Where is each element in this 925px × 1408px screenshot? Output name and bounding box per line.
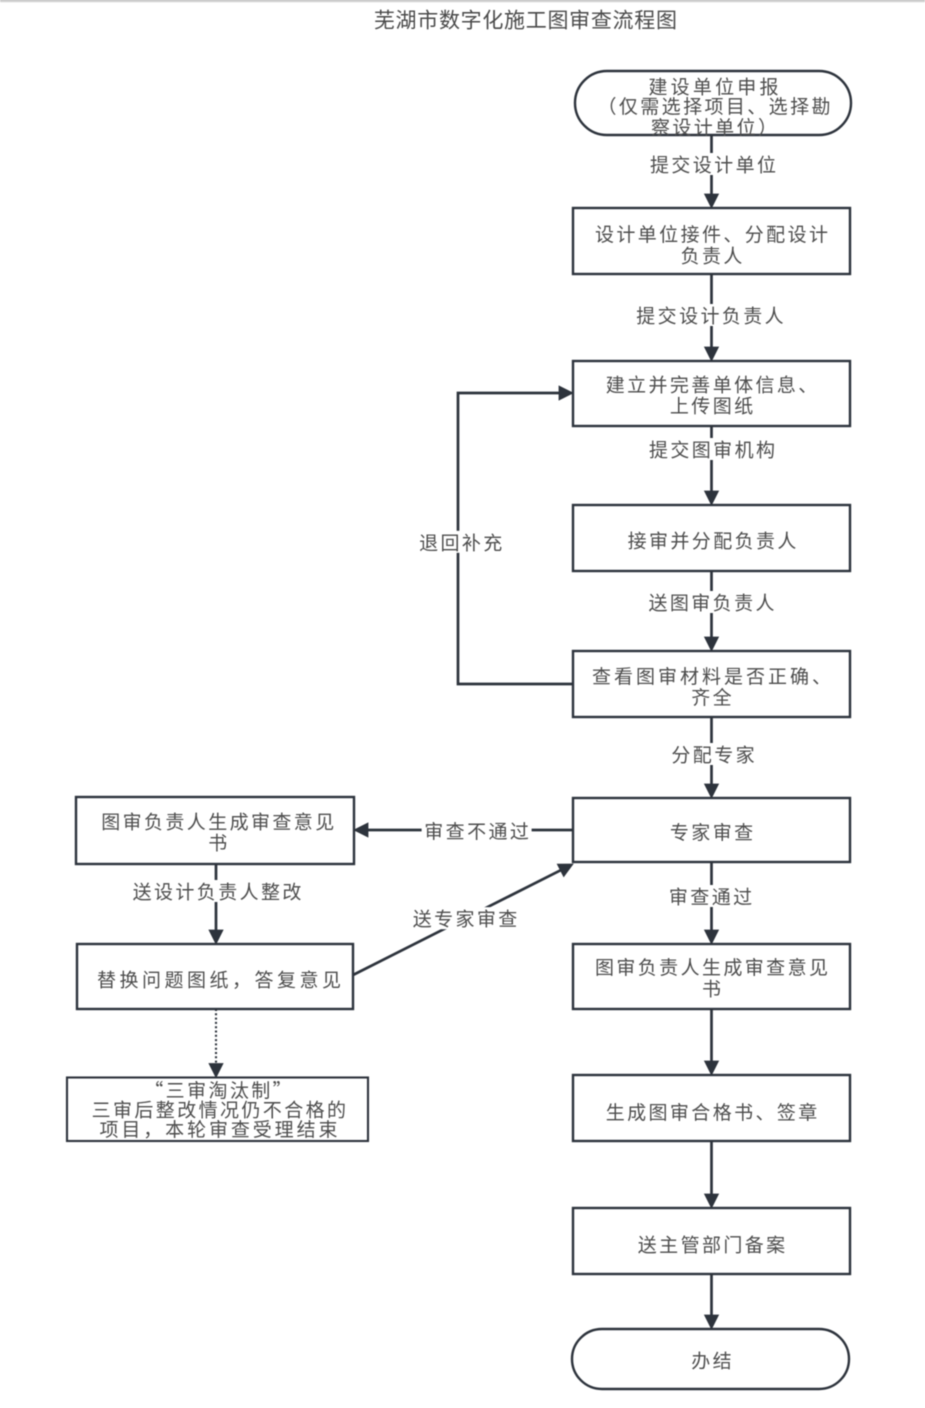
svg-text:芜湖市数字化施工图审查流程图: 芜湖市数字化施工图审查流程图 bbox=[374, 5, 678, 35]
svg-text:设计单位接件、分配设计: 设计单位接件、分配设计 bbox=[595, 220, 830, 247]
svg-text:齐全: 齐全 bbox=[691, 683, 734, 710]
svg-text:书: 书 bbox=[702, 974, 723, 1001]
svg-text:察设计单位）: 察设计单位） bbox=[651, 113, 779, 140]
svg-text:退回补充: 退回补充 bbox=[419, 528, 505, 555]
svg-text:审查不通过: 审查不通过 bbox=[424, 817, 531, 844]
svg-text:“三审淘汰制”: “三审淘汰制” bbox=[144, 1076, 294, 1103]
svg-text:三审后整改情况仍不合格的: 三审后整改情况仍不合格的 bbox=[92, 1096, 349, 1123]
svg-text:送主管部门备案: 送主管部门备案 bbox=[638, 1230, 788, 1257]
svg-text:分配专家: 分配专家 bbox=[671, 741, 757, 768]
svg-text:送图审负责人: 送图审负责人 bbox=[648, 589, 776, 616]
svg-text:负责人: 负责人 bbox=[681, 241, 745, 268]
svg-text:建立并完善单体信息、: 建立并完善单体信息、 bbox=[606, 371, 820, 398]
svg-text:送专家审查: 送专家审查 bbox=[413, 905, 520, 932]
svg-text:提交设计单位: 提交设计单位 bbox=[650, 151, 778, 178]
svg-text:送设计负责人整改: 送设计负责人整改 bbox=[133, 878, 304, 905]
svg-text:审查通过: 审查通过 bbox=[669, 883, 755, 910]
svg-text:图审负责人生成审查意见: 图审负责人生成审查意见 bbox=[595, 953, 830, 980]
svg-text:专家审查: 专家审查 bbox=[670, 818, 756, 845]
svg-text:项目，本轮审查受理结束: 项目，本轮审查受理结束 bbox=[99, 1115, 340, 1142]
svg-text:书: 书 bbox=[208, 829, 229, 856]
svg-text:建设单位申报: 建设单位申报 bbox=[648, 72, 781, 99]
svg-text:提交图审机构: 提交图审机构 bbox=[649, 436, 777, 463]
svg-text:查看图审材料是否正确、: 查看图审材料是否正确、 bbox=[592, 662, 834, 689]
svg-text:接审并分配负责人: 接审并分配负责人 bbox=[628, 527, 799, 554]
svg-text:上传图纸: 上传图纸 bbox=[670, 392, 756, 419]
svg-text:（仅需选择项目、选择勘: （仅需选择项目、选择勘 bbox=[597, 92, 832, 119]
svg-text:替换问题图纸，答复意见: 替换问题图纸，答复意见 bbox=[97, 965, 345, 992]
svg-text:办结: 办结 bbox=[691, 1347, 734, 1374]
svg-text:生成图审合格书、签章: 生成图审合格书、签章 bbox=[606, 1098, 820, 1125]
svg-text:提交设计负责人: 提交设计负责人 bbox=[636, 302, 786, 329]
svg-text:图审负责人生成审查意见: 图审负责人生成审查意见 bbox=[101, 808, 336, 835]
